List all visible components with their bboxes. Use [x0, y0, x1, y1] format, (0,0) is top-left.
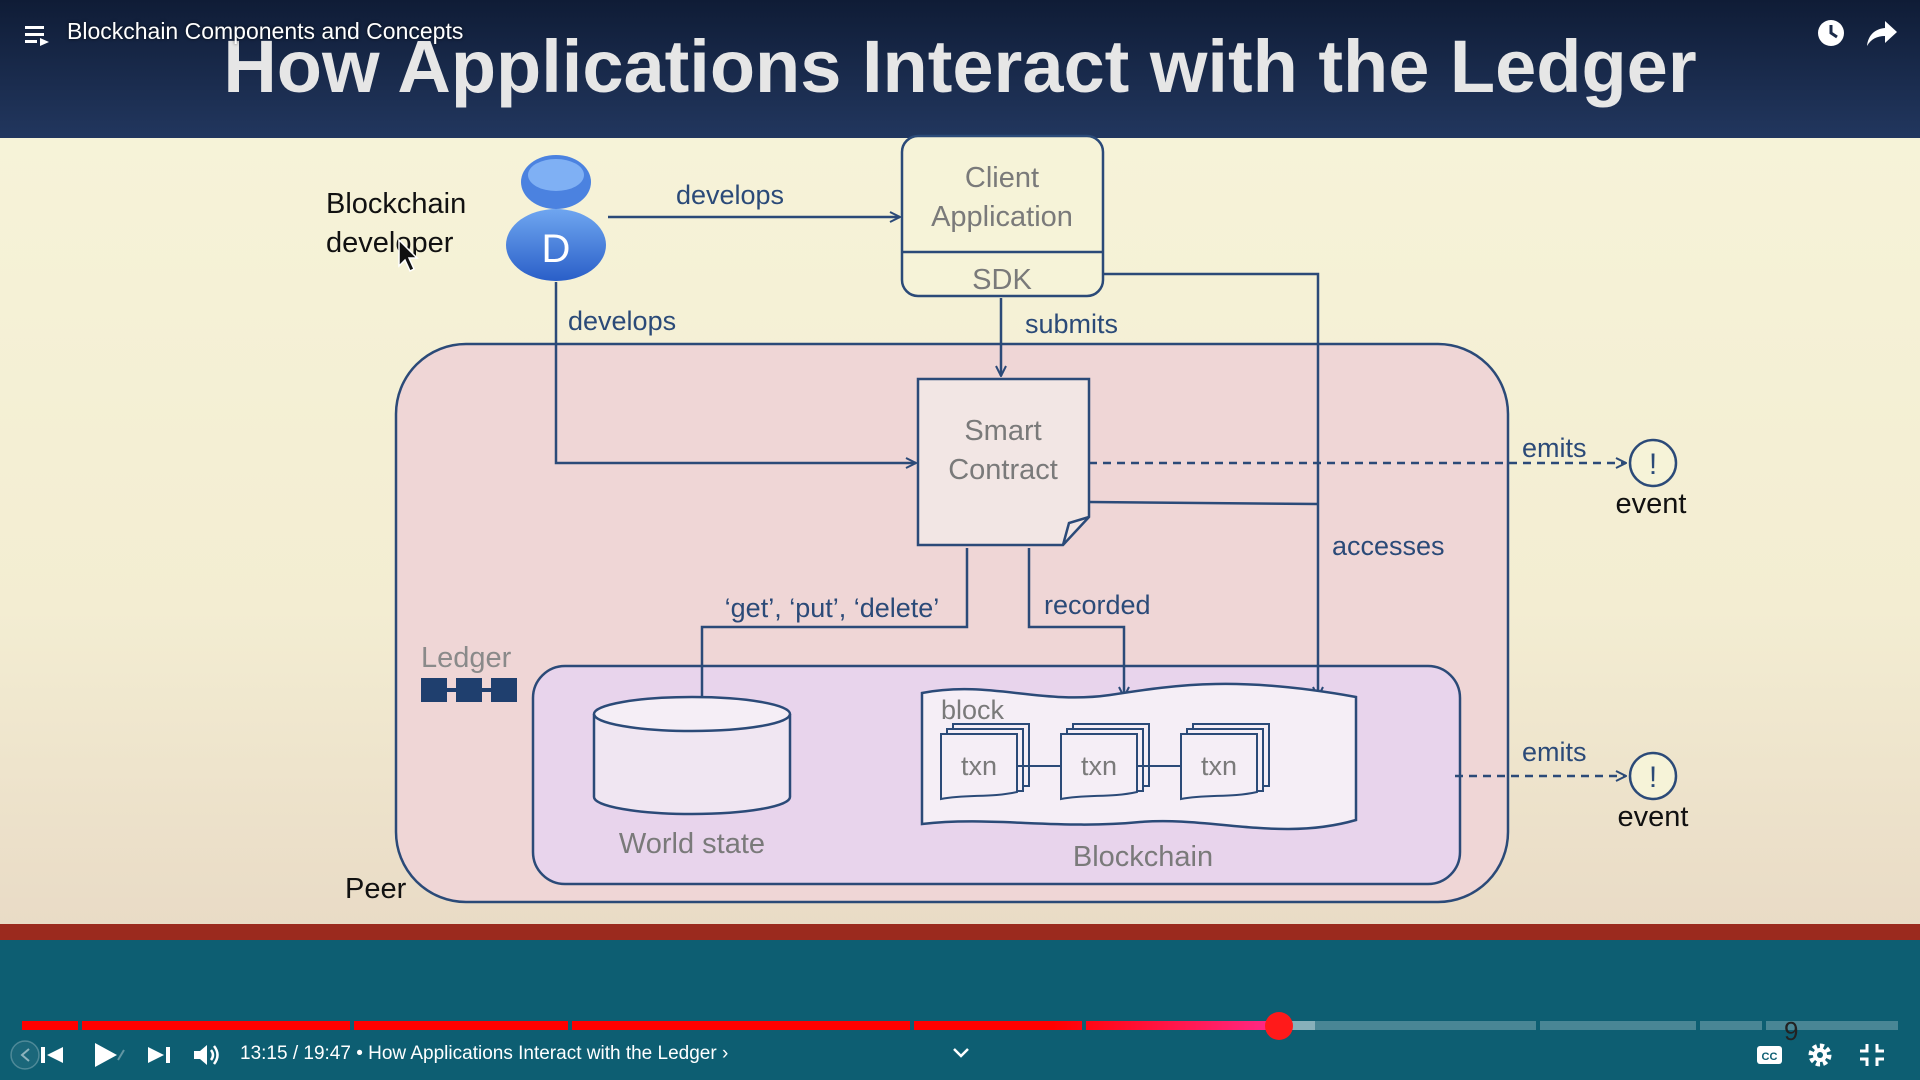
client-application-box: [900, 134, 1105, 298]
developer-avatar-icon: D: [506, 155, 606, 281]
block-label: block: [941, 695, 1005, 725]
emits-top-label: emits: [1522, 433, 1587, 463]
developer-badge: D: [542, 227, 571, 271]
chevron-down-icon[interactable]: [950, 1045, 972, 1061]
play-button[interactable]: [88, 1038, 128, 1072]
event-top-icon: !: [1628, 438, 1678, 488]
captions-icon: CC: [1757, 1046, 1782, 1064]
seek-back-button[interactable]: [8, 1038, 78, 1072]
previous-icon: [10, 1040, 63, 1070]
txn-stack-2: txn: [1060, 723, 1150, 801]
smart-contract-line1: Smart: [964, 415, 1041, 447]
share-icon[interactable]: [1865, 17, 1899, 49]
developer-label-line1: Blockchain: [326, 188, 466, 220]
slide-page-number: 9: [1784, 1016, 1799, 1046]
world-state-label: World state: [619, 828, 765, 860]
submits-label: submits: [1025, 309, 1118, 339]
next-button[interactable]: [142, 1038, 178, 1072]
volume-icon: [194, 1045, 219, 1065]
txn-1-label: txn: [961, 751, 997, 781]
txn-stack-3: txn: [1180, 723, 1270, 801]
developer-label-line2: developer: [326, 227, 454, 259]
clock-icon[interactable]: [1815, 17, 1847, 49]
emits-bottom-label: emits: [1522, 737, 1587, 767]
accesses-label: accesses: [1332, 531, 1445, 561]
develops-top-label: develops: [676, 180, 784, 210]
txn-2-label: txn: [1081, 751, 1117, 781]
client-application-line2: Application: [931, 201, 1073, 233]
ledger-label: Ledger: [421, 642, 512, 674]
recorded-label: recorded: [1044, 590, 1151, 620]
peer-label: Peer: [345, 873, 407, 905]
slide-title: How Applications Interact with the Ledge…: [223, 25, 1696, 108]
time-and-chapter[interactable]: 13:15 / 19:47 • How Applications Interac…: [240, 1043, 729, 1064]
txn-3-label: txn: [1201, 751, 1237, 781]
exit-fullscreen-button[interactable]: [1854, 1038, 1890, 1072]
svg-text:CC: CC: [1762, 1051, 1778, 1063]
blockchain-label: Blockchain: [1073, 841, 1213, 873]
smart-contract-box: [916, 377, 1091, 547]
play-icon: [95, 1043, 125, 1067]
event-bottom-glyph: !: [1649, 761, 1657, 794]
mouse-cursor-icon: [398, 238, 419, 273]
ledger-chain-icon: [421, 678, 517, 702]
event-top-label: event: [1616, 488, 1687, 520]
settings-button[interactable]: [1802, 1038, 1838, 1072]
captions-button[interactable]: CC: [1752, 1038, 1788, 1072]
client-application-line1: Client: [965, 162, 1039, 194]
progress-played: [22, 1021, 1279, 1030]
player-top-bar: Blockchain Components and Concepts: [0, 0, 1920, 66]
event-bottom-icon: !: [1628, 751, 1678, 801]
develops-left-label: develops: [568, 306, 676, 336]
progress-scrubber[interactable]: [1265, 1012, 1293, 1040]
volume-button[interactable]: [190, 1038, 226, 1072]
get-put-delete-label: ‘get’, ‘put’, ‘delete’: [725, 593, 940, 623]
smart-contract-line2: Contract: [948, 454, 1058, 486]
playlist-menu-icon[interactable]: [22, 20, 52, 50]
exit-fullscreen-icon: [1860, 1044, 1884, 1066]
event-bottom-label: event: [1618, 801, 1689, 833]
next-icon: [148, 1047, 170, 1063]
sdk-label: SDK: [972, 264, 1032, 296]
video-title[interactable]: Blockchain Components and Concepts: [67, 18, 464, 44]
event-top-glyph: !: [1649, 448, 1657, 481]
world-state-cylinder: [592, 695, 792, 816]
gear-icon: [1808, 1043, 1832, 1067]
progress-bar[interactable]: [22, 1012, 1898, 1040]
txn-stack-1: txn: [940, 723, 1030, 801]
